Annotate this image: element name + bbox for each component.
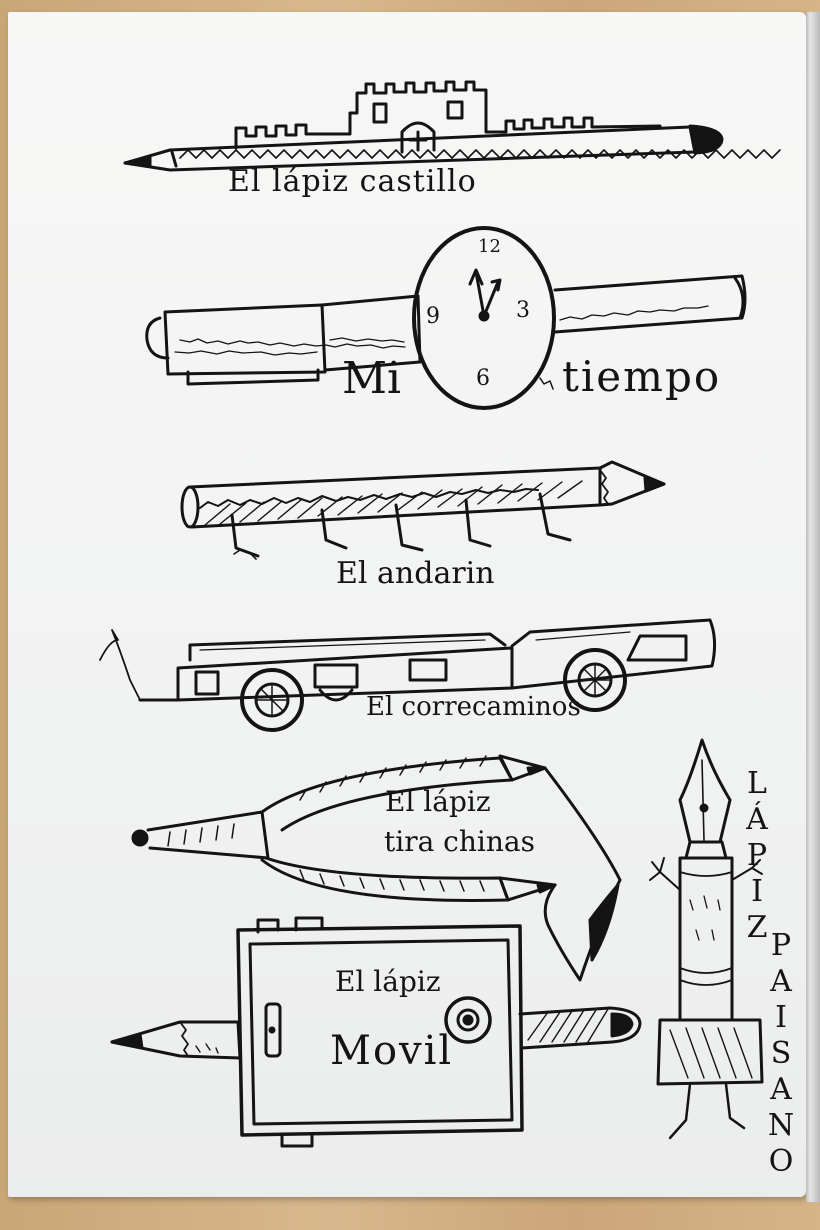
caption-roadrunner: El correcaminos: [366, 692, 581, 722]
caption-mobile-line2: Movil: [330, 1028, 454, 1074]
walking-pencil-drawing: [180, 460, 666, 560]
caption-tiempo: tiempo: [562, 352, 722, 401]
page-stack-edge: [806, 12, 820, 1202]
slingshot-pencil-drawing: [131, 754, 622, 982]
clock-number-9: 9: [426, 304, 440, 329]
sketchbook-page: [8, 12, 806, 1197]
roadrunner-car-pen-drawing: [99, 618, 717, 732]
clock-number-12: 12: [478, 236, 501, 257]
caption-mi: Mi: [342, 353, 402, 404]
caption-peasant-line2: PAISANO: [767, 928, 795, 1179]
watch-pen-drawing: [145, 226, 747, 410]
caption-slingshot-line1: El lápiz: [385, 785, 491, 818]
caption-slingshot-line2: tira chinas: [384, 825, 535, 858]
peasant-pen-figure-drawing: [649, 738, 764, 1140]
caption-peasant-line1: LÁPIZ: [746, 766, 768, 945]
clock-number-6: 6: [476, 366, 490, 391]
castle-pencil-drawing: [123, 80, 781, 172]
clock-number-3: 3: [516, 298, 530, 323]
mobile-pencil-drawing: [110, 916, 642, 1148]
caption-castle-pencil: El lápiz castillo: [228, 164, 477, 199]
caption-mobile-line1: El lápiz: [335, 965, 441, 998]
caption-walker: El andarin: [336, 556, 495, 591]
